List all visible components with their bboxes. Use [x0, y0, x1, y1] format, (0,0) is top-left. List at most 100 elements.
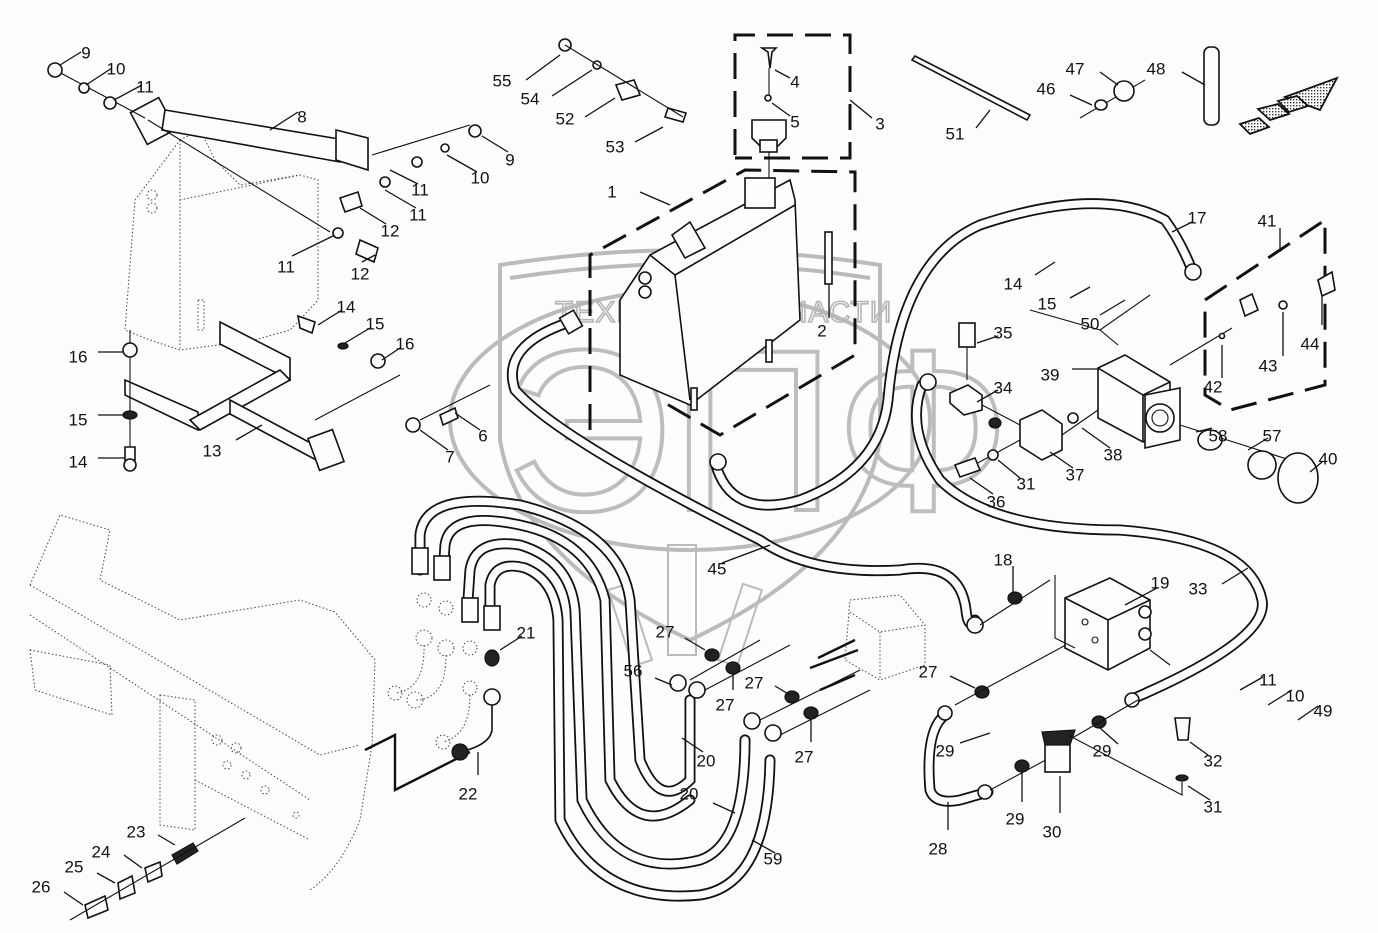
- leader-line: [157, 834, 176, 846]
- part-number-label: 18: [994, 550, 1013, 569]
- callout-11: 11: [113, 77, 154, 101]
- leader-line: [123, 854, 143, 869]
- callout-56: 56: [624, 661, 673, 686]
- callout-48: 48: [1147, 59, 1206, 86]
- callout-21: 21: [499, 623, 535, 651]
- leader-line: [361, 254, 376, 263]
- leader-line: [525, 54, 561, 81]
- part-number-label: 10: [471, 168, 490, 187]
- callout-32: 32: [1189, 741, 1222, 770]
- part-number-label: 36: [987, 492, 1006, 511]
- callout-6: 6: [454, 412, 488, 445]
- leader-line: [684, 637, 706, 651]
- part-number-label: 8: [297, 107, 306, 126]
- callout-31: 31: [997, 459, 1036, 493]
- leader-line: [113, 84, 143, 101]
- cable-tie: [910, 54, 1032, 122]
- callout-34: 34: [976, 378, 1013, 403]
- callout-59: 59: [751, 839, 782, 868]
- callout-10: 10: [1267, 686, 1304, 706]
- part-number-label: 11: [1259, 670, 1277, 689]
- part-number-label: 27: [745, 673, 764, 692]
- leader-line: [1124, 587, 1158, 606]
- part-number-label: 54: [521, 89, 540, 108]
- callout-9: 9: [481, 135, 515, 169]
- part-number-label: 2: [817, 321, 826, 340]
- callout-47: 47: [1066, 59, 1119, 86]
- part-number-label: 12: [381, 221, 400, 240]
- callout-37: 37: [1049, 451, 1084, 484]
- part-number-label: 31: [1204, 797, 1223, 816]
- callout-15: 15: [344, 314, 384, 344]
- leader-line: [639, 191, 671, 206]
- part-number-label: 5: [790, 112, 799, 131]
- callout-20: 20: [681, 737, 716, 770]
- part-number-label: 15: [69, 410, 88, 429]
- part-number-label: 45: [708, 559, 727, 578]
- callout-42: 42: [1204, 345, 1223, 396]
- leader-line: [1239, 676, 1264, 691]
- callout-5: 5: [771, 102, 800, 131]
- leader-line: [654, 677, 673, 686]
- part-number-label: 31: [1017, 474, 1036, 493]
- callout-35: 35: [976, 323, 1012, 344]
- leader-line: [96, 872, 116, 884]
- part-number-label: 44: [1301, 334, 1320, 353]
- leader-line: [584, 97, 616, 118]
- callout-17: 17: [1171, 208, 1207, 233]
- callout-33: 33: [1189, 567, 1249, 598]
- part-number-label: 39: [1041, 365, 1060, 384]
- leader-line: [1247, 437, 1269, 451]
- part-number-label: 56: [624, 661, 643, 680]
- travel-direction-arrow: [1238, 76, 1339, 136]
- callout-27: 27: [919, 662, 976, 689]
- leader-line: [419, 429, 449, 451]
- part-number-label: 30: [1043, 822, 1062, 841]
- leader-line: [1221, 567, 1249, 585]
- part-number-label: 14: [69, 452, 88, 471]
- callout-20: 20: [680, 784, 736, 814]
- leader-line: [751, 839, 776, 854]
- callout-39: 39: [1041, 365, 1100, 384]
- part-number-label: 27: [656, 622, 675, 641]
- leader-line: [1034, 261, 1056, 276]
- leader-line: [975, 109, 991, 129]
- small-hardware: [558, 38, 1339, 136]
- leader-line: [454, 412, 481, 431]
- leader-line: [771, 102, 791, 117]
- leader-line: [59, 51, 82, 66]
- part-number-label: 57: [1263, 426, 1282, 445]
- filler-cap-assembly: [733, 33, 852, 178]
- part-number-label: 11: [411, 180, 429, 199]
- part-number-label: 16: [396, 334, 415, 353]
- callout-11: 11: [389, 169, 429, 199]
- callout-25: 25: [65, 857, 116, 884]
- leader-line: [1069, 286, 1091, 299]
- part-number-label: 48: [1147, 59, 1166, 78]
- part-number-label: 40: [1319, 449, 1338, 468]
- callout-4: 4: [774, 69, 800, 91]
- tank-bracket: [670, 220, 707, 260]
- part-number-label: 42: [1204, 377, 1223, 396]
- callout-7: 7: [419, 429, 455, 466]
- leader-line: [976, 335, 999, 344]
- callout-22: 22: [459, 752, 479, 803]
- part-number-label: 20: [697, 751, 716, 770]
- callout-27: 27: [656, 622, 706, 651]
- callout-12: 12: [359, 207, 400, 240]
- part-number-label: 34: [994, 378, 1013, 397]
- callout-19: 19: [1124, 573, 1169, 606]
- inline-filter: [1041, 717, 1191, 796]
- part-number-label: 23: [127, 822, 146, 841]
- part-number-label: 38: [1104, 445, 1123, 464]
- leader-line: [384, 189, 417, 209]
- leader-line: [317, 309, 343, 326]
- callout-43: 43: [1259, 312, 1284, 375]
- part-number-label: 17: [1188, 208, 1207, 227]
- leader-line: [1195, 427, 1213, 433]
- callout-28: 28: [929, 802, 949, 858]
- leader-line: [969, 477, 994, 495]
- callout-27: 27: [795, 720, 813, 766]
- callout-11: 11: [1239, 670, 1277, 691]
